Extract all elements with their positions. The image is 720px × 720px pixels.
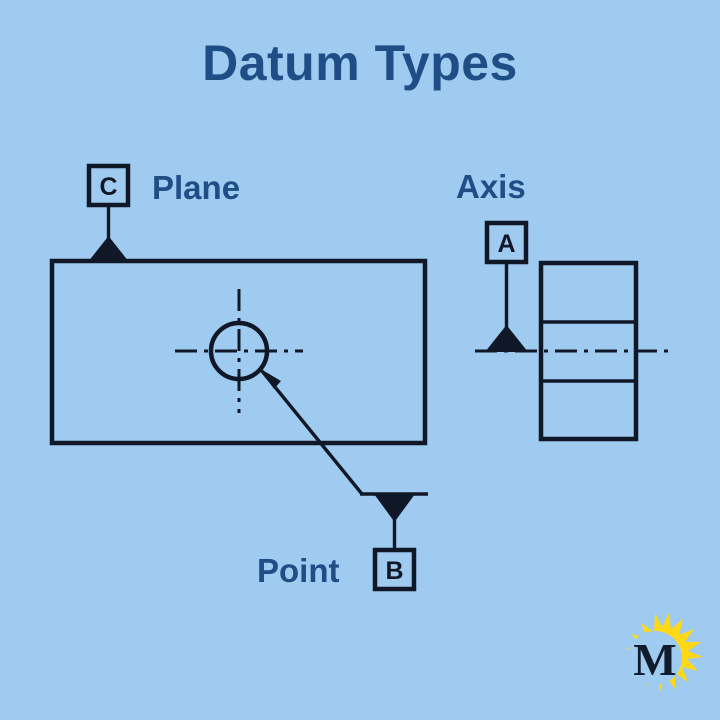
- rectangular-plate-front-view: [49, 258, 428, 446]
- datum-letter-b: B: [385, 557, 403, 585]
- logo-inner-disc: [628, 631, 682, 685]
- datum-c-triangle-icon: [88, 236, 129, 262]
- point-label: Point: [257, 552, 339, 589]
- datum-b-leader-diagonal: [260, 369, 364, 496]
- page-title: Datum Types: [202, 35, 518, 91]
- logo-letter: M: [633, 634, 676, 685]
- datum-box-b[interactable]: [372, 547, 417, 592]
- datum-a-triangle-icon: [485, 325, 528, 352]
- stepped-block-side-view: [475, 260, 672, 442]
- brand-logo[interactable]: M: [626, 613, 703, 691]
- datum-plane-group: Plane C: [86, 163, 240, 262]
- axis-label: Axis: [456, 168, 526, 205]
- datum-axis-group: Axis A: [456, 168, 529, 352]
- datum-b-arrowhead-icon: [259, 368, 281, 389]
- datum-b-triangle-icon: [374, 494, 415, 522]
- hole-circle: [208, 320, 270, 382]
- datum-point-group: B Point: [257, 368, 428, 592]
- plane-label: Plane: [152, 169, 240, 206]
- datum-letter-c: C: [99, 173, 117, 201]
- plate-outline: [49, 258, 428, 446]
- datum-letter-a: A: [497, 230, 515, 258]
